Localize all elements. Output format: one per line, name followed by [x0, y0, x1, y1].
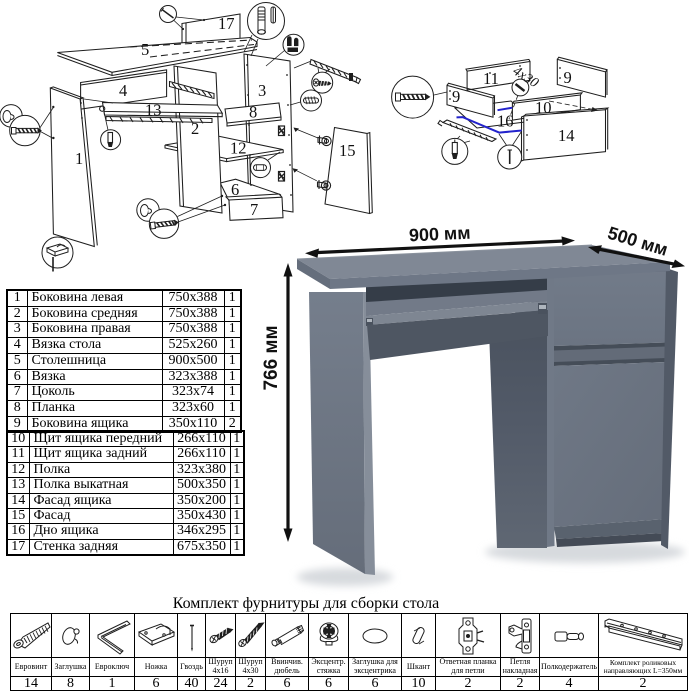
svg-text:11: 11: [483, 69, 499, 88]
svg-text:12: 12: [230, 139, 247, 158]
svg-text:6: 6: [231, 180, 239, 199]
svg-text:16: 16: [497, 112, 514, 131]
svg-text:15: 15: [339, 141, 356, 160]
svg-text:10: 10: [535, 98, 552, 117]
svg-text:4: 4: [119, 81, 127, 100]
svg-text:9: 9: [564, 68, 572, 87]
svg-text:7: 7: [250, 200, 258, 219]
svg-text:1: 1: [75, 149, 83, 168]
svg-text:900 мм: 900 мм: [408, 223, 471, 246]
svg-text:14: 14: [558, 126, 575, 145]
svg-text:3: 3: [258, 81, 266, 100]
svg-text:9: 9: [452, 87, 460, 106]
svg-text:17: 17: [218, 14, 235, 33]
svg-text:766 мм: 766 мм: [261, 325, 282, 390]
svg-text:8: 8: [249, 103, 257, 122]
svg-text:5: 5: [141, 40, 149, 59]
svg-text:2: 2: [191, 119, 199, 138]
svg-text:13: 13: [145, 101, 162, 120]
